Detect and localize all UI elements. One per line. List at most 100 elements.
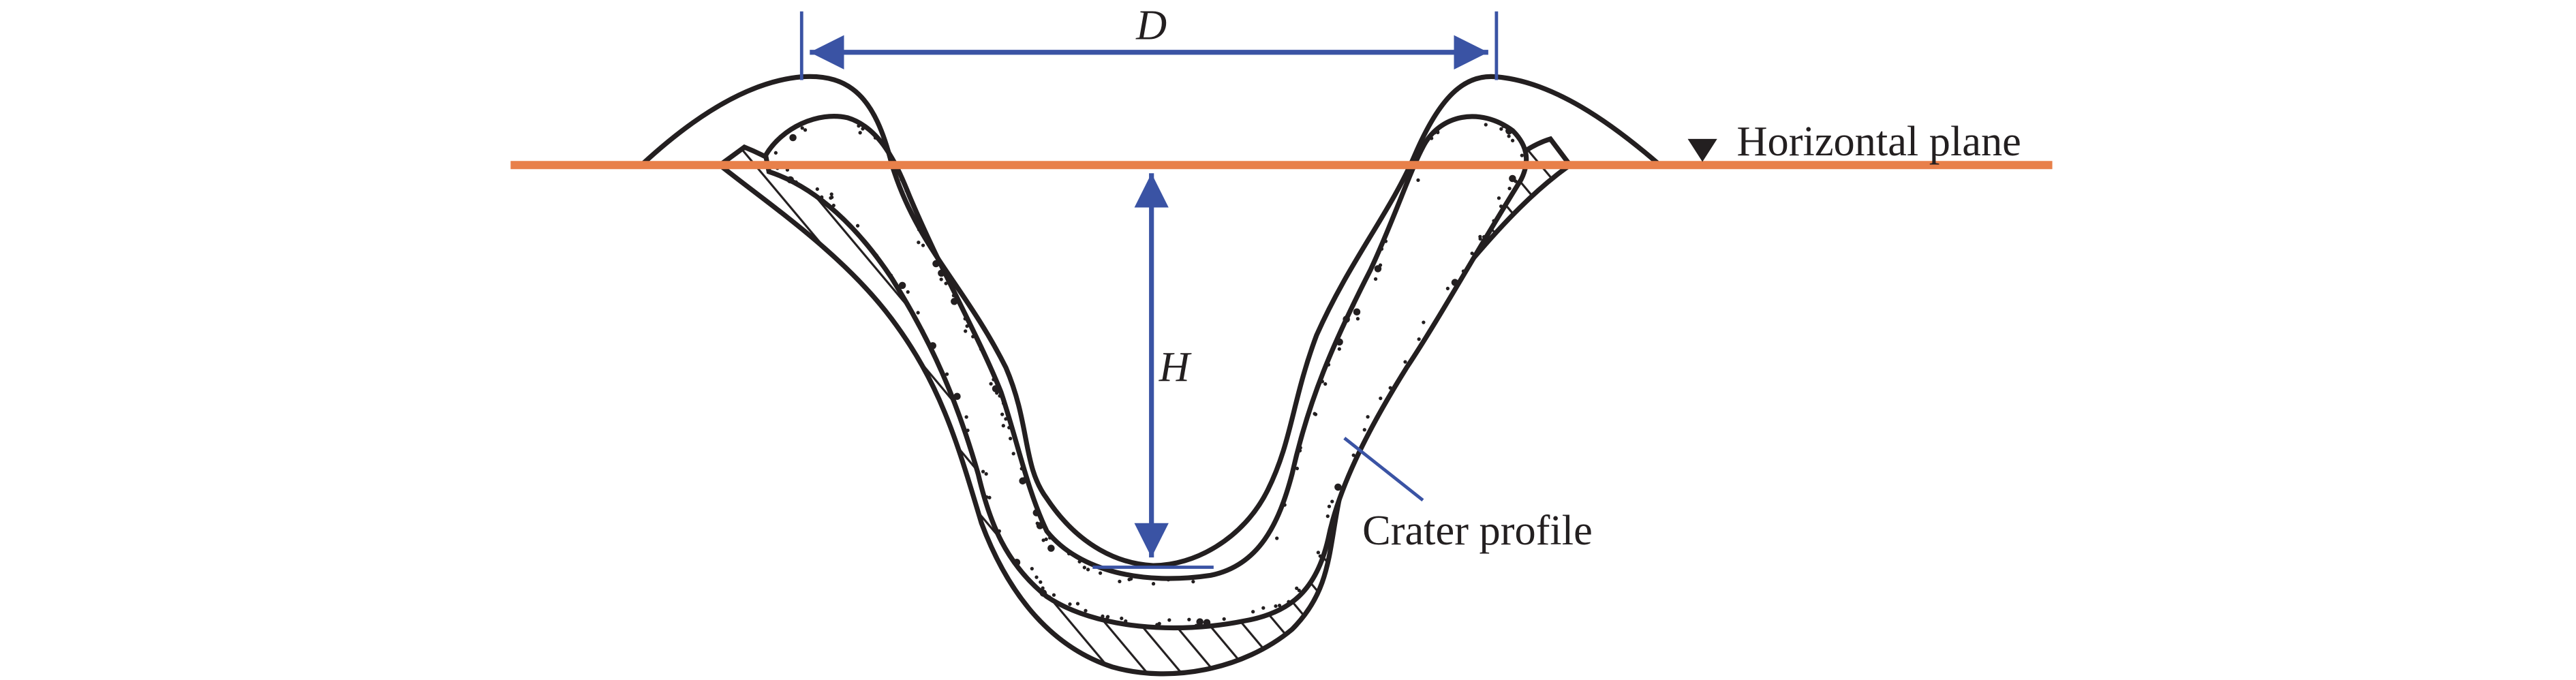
diameter-label: D [1135,2,1167,49]
ejecta-speckle [964,415,968,419]
ejecta-speckle [1011,452,1015,456]
ejecta-speckle [789,134,797,142]
ejecta-speckle [904,189,908,193]
down-triangle-icon [1687,138,1717,162]
ejecta-speckle [998,394,1002,398]
ejecta-speckle [1004,417,1008,421]
ejecta-speckle [861,127,865,131]
ejecta-speckle [1039,589,1047,597]
ejecta-speckle [987,495,992,499]
ejecta-speckle [1068,602,1072,606]
ejecta-speckle [1436,130,1440,134]
ejecta-speckle [1429,136,1434,140]
ejecta-speckle [1194,623,1199,628]
ejecta-speckle [1251,610,1255,614]
ejecta-speckle [1520,153,1524,157]
ejecta-speckle [1034,511,1039,515]
ejecta-speckle [1470,251,1474,256]
ejecta-speckle [1351,303,1356,307]
ejecta-speckle [1320,380,1325,384]
crater-profile-label: Crater profile [1362,507,1593,554]
ejecta-speckle [1120,616,1124,621]
ejecta-speckle [1383,239,1388,243]
ejecta-speckle [1212,573,1216,577]
ejecta-speckle [1445,286,1450,291]
ejecta-speckle [1203,619,1211,627]
ejecta-speckle [1039,580,1043,584]
ejecta-speckles [773,114,1527,628]
ejecta-speckle [964,329,968,333]
ejecta-speckle [898,281,906,290]
ejecta-speckle [1295,466,1300,471]
ejecta-speckle [1507,186,1512,191]
ejecta-speckle [1336,338,1343,346]
ejecta-speckle [1337,347,1341,351]
ejecta-speckle [921,328,925,333]
horizontal-plane-label: Horizontal plane [1737,118,2021,165]
ejecta-speckle [1388,386,1392,390]
ejecta-speckle [1041,538,1045,542]
ejecta-speckle [1492,219,1496,223]
ejecta-speckle [1298,446,1302,450]
ejecta-speckle [1086,568,1090,572]
ejecta-speckle [921,243,925,247]
ejecta-speckle [1295,586,1299,591]
ejecta-speckle [1374,265,1382,273]
ejecta-speckle [929,342,936,350]
ejecta-speckle [1507,134,1511,138]
ejecta-speckle [1084,608,1088,613]
ejecta-speckle [963,317,967,321]
ejecta-speckle [1283,503,1287,507]
ejecta-speckle [1048,536,1052,540]
ejecta-speckle [939,277,943,281]
ejecta-speckle [1105,615,1109,619]
ejecta-speckle [1030,566,1034,571]
ejecta-speckle [938,269,945,277]
ejecta-speckle [815,187,819,191]
ejecta-speckle [1373,277,1378,281]
ejecta-speckle [965,324,969,328]
ejecta-speckle [1472,253,1477,258]
ejecta-speckle [873,136,878,140]
ejecta-speckle [1510,138,1515,142]
ejecta-speckle [1027,578,1032,583]
ejecta-speckle [874,253,878,258]
ejecta-speckle [1505,127,1513,135]
ejecta-speckle [1274,604,1278,608]
ejecta-speckle [1009,437,1013,441]
ejecta-speckle [829,192,833,196]
ejecta-speckle [1484,123,1488,127]
ejecta-speckle [997,529,1001,534]
ejecta-speckle [1047,544,1055,552]
ejecta-speckle [1041,586,1045,590]
ejecta-speckle [1297,588,1301,593]
ejecta-speckle [1261,606,1266,610]
ejecta-speckle [773,151,778,155]
ejecta-speckle [1341,324,1346,328]
ejecta-speckle [1446,120,1450,124]
ejecta-speckle [960,307,964,311]
ejecta-speckle [1499,204,1503,208]
ejecta-speckle [1432,131,1437,135]
ejecta-speckle [916,311,920,315]
ejecta-speckle [889,273,893,277]
ejecta-speckle [1036,522,1044,529]
ejecta-speckle [953,392,961,401]
ejecta-speckle [1420,341,1424,345]
ejecta-speckle [1013,558,1021,566]
ejecta-speckle [1362,428,1366,432]
ejecta-speckle [1124,619,1128,623]
ejecta-speckle [857,124,861,128]
ejecta-speckle [1222,617,1226,621]
ejecta-speckle [1343,315,1350,323]
ejecta-speckle [917,241,921,245]
ejecta-speckle [1334,483,1342,491]
ejecta-speckle [944,281,948,285]
ejecta-speckle [1323,382,1328,386]
ejecta-speckle [1461,269,1466,273]
ejecta-speckle [1000,412,1005,416]
ejecta-speckle [1379,397,1383,401]
ejecta-speckle [984,472,988,476]
ejecta-speckle [1497,196,1501,200]
ejecta-speckle [1196,618,1203,625]
